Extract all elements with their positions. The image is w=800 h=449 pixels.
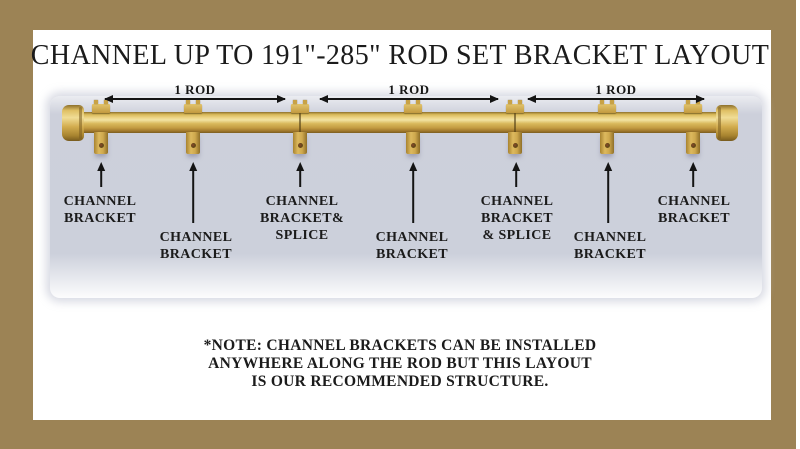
rod-span-label-3: 1 ROD: [595, 82, 637, 97]
bracket-plate: [186, 132, 200, 154]
bracket-clip: [291, 100, 309, 113]
double-arrow-icon: [104, 95, 286, 102]
note-line-1: *NOTE: CHANNEL BRACKETS CAN BE INSTALLED: [203, 337, 597, 354]
bracket-label-7: CHANNEL BRACKET: [658, 193, 731, 227]
bracket-label-1: CHANNEL BRACKET: [64, 193, 137, 227]
right-edge-sliver: [796, 0, 800, 449]
label-line: CHANNEL: [657, 194, 731, 209]
rod-end-cap-left: [62, 105, 84, 141]
splice-seam: [299, 104, 301, 134]
label-line: BRACKET: [657, 211, 731, 226]
bracket-plate: [293, 132, 307, 154]
rod-span-label-2: 1 ROD: [388, 82, 430, 97]
screw-icon: [512, 143, 518, 148]
screw-icon: [410, 143, 416, 148]
label-line: BRACKET&: [259, 211, 345, 226]
up-arrow-icon-7: [692, 170, 694, 187]
label-line: BRACKET: [159, 247, 233, 262]
bracket-clip: [506, 100, 524, 113]
label-line: CHANNEL: [63, 194, 137, 209]
screw-icon: [297, 143, 303, 148]
bracket-label-6: CHANNEL BRACKET: [574, 229, 647, 263]
up-arrow-icon-1: [100, 170, 102, 187]
bracket-label-5: CHANNEL BRACKET & SPLICE: [481, 193, 554, 244]
label-line: BRACKET: [480, 211, 554, 226]
label-line: BRACKET: [573, 247, 647, 262]
up-arrow-icon-6: [607, 170, 609, 223]
label-line: BRACKET: [375, 247, 449, 262]
label-line: SPLICE: [275, 228, 329, 243]
up-arrow-icon-5: [515, 170, 517, 187]
label-line: CHANNEL: [375, 230, 449, 245]
screw-icon: [190, 143, 196, 148]
label-line: CHANNEL: [265, 194, 339, 209]
screw-icon: [604, 143, 610, 148]
bracket-label-4: CHANNEL BRACKET: [376, 229, 449, 263]
label-line: & SPLICE: [482, 228, 552, 243]
double-arrow-icon: [319, 95, 499, 102]
bracket-plate: [686, 132, 700, 154]
bracket-label-3: CHANNEL BRACKET& SPLICE: [260, 193, 344, 244]
dimension-arrow-1: 1 ROD: [104, 82, 286, 104]
double-arrow-icon: [527, 95, 705, 102]
label-line: CHANNEL: [480, 194, 554, 209]
bracket-clip: [684, 100, 702, 113]
note-line-3: IS OUR RECOMMENDED STRUCTURE.: [251, 373, 549, 390]
bracket-clip: [598, 100, 616, 113]
rod-end-cap-right: [716, 105, 738, 141]
screw-icon: [98, 143, 104, 148]
label-line: BRACKET: [63, 211, 137, 226]
label-line: CHANNEL: [159, 230, 233, 245]
up-arrow-icon-3: [299, 170, 301, 187]
bracket-clip: [92, 100, 110, 113]
bracket-plate: [600, 132, 614, 154]
rod-span-label-1: 1 ROD: [174, 82, 216, 97]
up-arrow-icon-4: [412, 170, 414, 223]
note-line-2: ANYWHERE ALONG THE ROD BUT THIS LAYOUT: [208, 355, 592, 372]
bracket-plate: [508, 132, 522, 154]
note-text: *NOTE: CHANNEL BRACKETS CAN BE INSTALLED…: [204, 337, 597, 391]
dimension-arrow-2: 1 ROD: [319, 82, 499, 104]
bracket-label-2: CHANNEL BRACKET: [160, 229, 233, 263]
curtain-rod-bar: [80, 112, 722, 133]
bracket-clip: [184, 100, 202, 113]
splice-seam: [514, 104, 516, 134]
bracket-clip: [404, 100, 422, 113]
label-line: CHANNEL: [573, 230, 647, 245]
dimension-arrow-3: 1 ROD: [527, 82, 705, 104]
bracket-plate: [406, 132, 420, 154]
screw-icon: [690, 143, 696, 148]
bracket-plate: [94, 132, 108, 154]
up-arrow-icon-2: [192, 170, 194, 223]
page-title: CHANNEL UP TO 191"-285" ROD SET BRACKET …: [30, 40, 770, 71]
